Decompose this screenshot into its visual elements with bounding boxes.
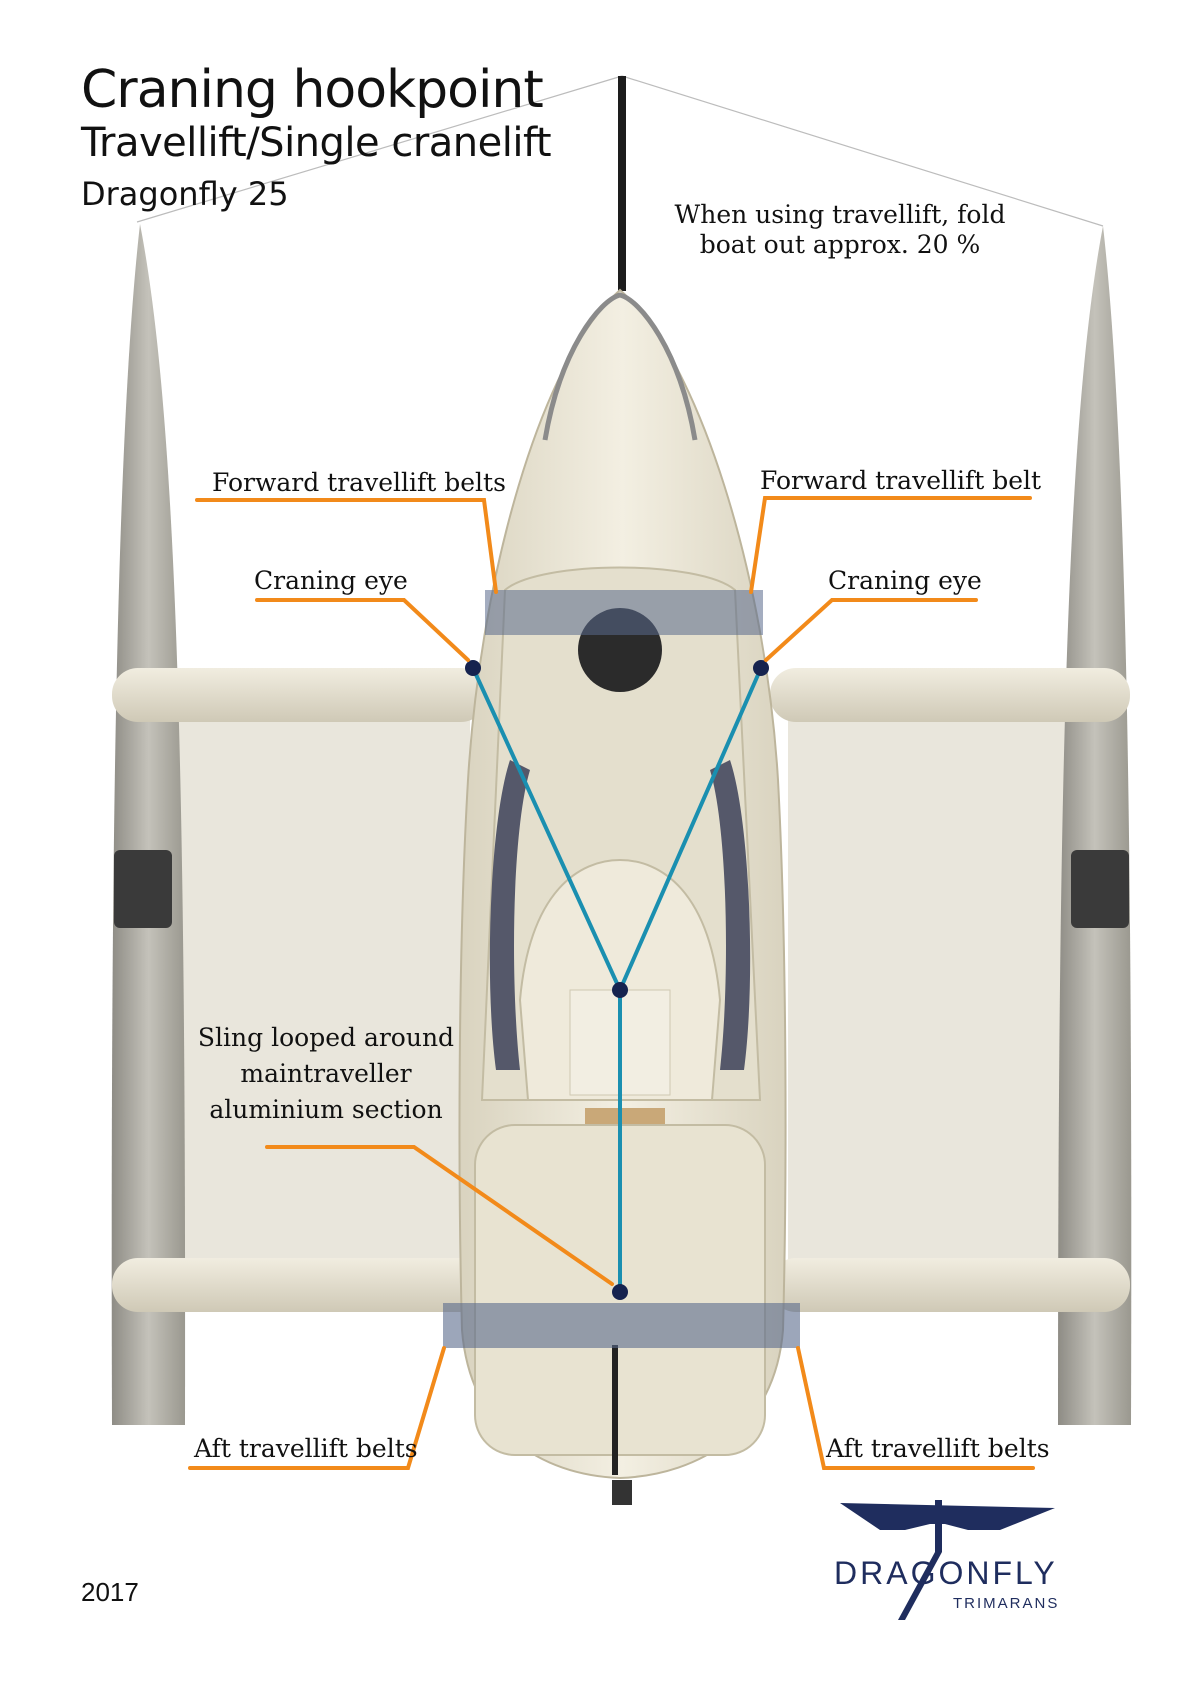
side-window-left xyxy=(489,760,530,1070)
side-window-right xyxy=(710,760,751,1070)
bow-pulpit xyxy=(542,292,698,441)
brand-subtitle: TRIMARANS xyxy=(953,1595,1060,1612)
float-right xyxy=(1058,226,1132,1425)
shroud-lines xyxy=(136,75,1104,227)
title-model: Dragonfly 25 xyxy=(81,175,289,213)
sling-line-1: Sling looped around xyxy=(197,1023,455,1052)
sling xyxy=(471,667,763,1292)
label-aft-belts-left: Aft travellift belts xyxy=(194,1434,418,1463)
note-line-2: boat out approx. 20 % xyxy=(699,230,981,259)
float-left xyxy=(111,224,186,1425)
title-main: Craning hookpoint xyxy=(81,60,544,120)
outboard xyxy=(612,1480,632,1505)
aft-beam-right xyxy=(770,1258,1130,1312)
forward-beam-left xyxy=(112,668,487,722)
label-forward-belt-right: Forward travellift belt xyxy=(760,466,1042,495)
label-aft-belts-right: Aft travellift belts xyxy=(826,1434,1050,1463)
sling-junction xyxy=(612,982,628,998)
label-craning-eye-right: Craning eye xyxy=(828,566,982,595)
label-craning-eye-left: Craning eye xyxy=(254,566,408,595)
rudder xyxy=(612,1345,618,1475)
leader-lines xyxy=(188,496,1035,1470)
forward-belt xyxy=(485,590,763,635)
trampoline-net-right xyxy=(788,708,1070,1266)
mast xyxy=(618,76,626,291)
forward-beam-right xyxy=(770,668,1130,722)
label-forward-belts-left: Forward travellift belts xyxy=(212,468,506,497)
label-sling: Sling looped around maintraveller alumin… xyxy=(196,1020,456,1128)
aft-beam-left xyxy=(112,1258,487,1312)
craning-eye-left xyxy=(465,660,481,676)
note-line-1: When using travellift, fold xyxy=(674,200,1006,229)
year: 2017 xyxy=(81,1577,139,1607)
trampoline-net-left xyxy=(170,708,470,1266)
float-window-right xyxy=(1071,850,1129,928)
float-window-left xyxy=(114,850,172,928)
craning-eye-right xyxy=(753,660,769,676)
sling-line-2: maintraveller xyxy=(240,1059,412,1088)
brand-name: DRAGONFLY xyxy=(834,1555,1058,1591)
dragonfly-logo-icon xyxy=(840,1500,1055,1620)
maintraveller-point xyxy=(612,1284,628,1300)
title-sub: Travellift/Single cranelift xyxy=(81,120,552,166)
travellift-note: When using travellift, fold boat out app… xyxy=(660,200,1020,260)
tiller-box xyxy=(585,1108,665,1124)
sling-line-3: aluminium section xyxy=(209,1095,443,1124)
aft-belt xyxy=(443,1303,800,1348)
